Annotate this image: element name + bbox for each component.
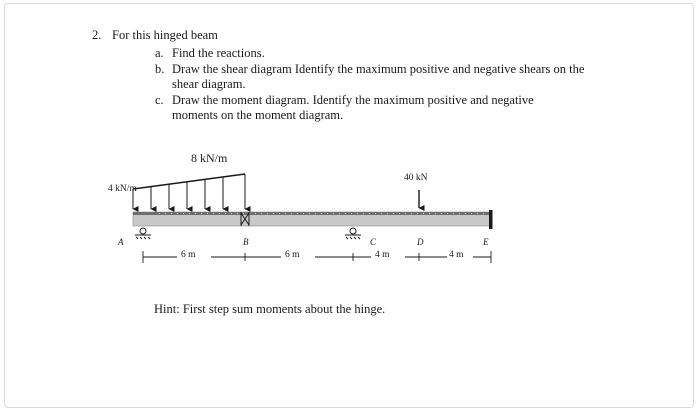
roller-support-c-icon xyxy=(345,227,361,240)
hinge-b-icon xyxy=(240,212,250,226)
beam xyxy=(132,210,493,229)
item-b-marker: b. xyxy=(155,62,165,76)
item-c-marker: c. xyxy=(155,93,164,107)
hint-text: Hint: First step sum moments about the h… xyxy=(154,302,386,316)
point-d-label: D xyxy=(417,237,424,247)
span-de-label: 4 m xyxy=(449,250,464,260)
item-c-line-2: moments on the moment diagram. xyxy=(172,108,344,122)
item-a-line-1: Find the reactions. xyxy=(172,46,265,60)
span-cd-label: 4 m xyxy=(375,250,390,260)
item-c-line-1: Draw the moment diagram. Identify the ma… xyxy=(172,93,534,107)
item-a-marker: a. xyxy=(155,46,164,60)
dimension-line xyxy=(142,251,492,263)
load-max-label: 8 kN/m xyxy=(191,151,228,165)
fixed-support-e xyxy=(489,210,493,229)
hinged-beam-figure xyxy=(132,173,493,263)
distributed-load xyxy=(132,173,251,212)
span-bc-label: 6 m xyxy=(285,250,300,260)
item-b-line-1: Draw the shear diagram Identify the maxi… xyxy=(172,62,585,76)
problem-title: For this hinged beam xyxy=(112,28,218,42)
span-ab-label: 6 m xyxy=(181,250,196,260)
point-b-label: B xyxy=(243,237,249,247)
item-b-line-2: shear diagram. xyxy=(172,77,246,91)
point-e-label: E xyxy=(483,237,489,247)
roller-support-a-icon xyxy=(135,227,151,240)
point-load-label: 40 kN xyxy=(404,173,428,183)
problem-number: 2. xyxy=(92,28,102,42)
load-min-label: 4 kN/m xyxy=(108,184,137,194)
problem-page: 2. For this hinged beam a. Find the reac… xyxy=(4,3,694,408)
point-a-label: A xyxy=(118,237,124,247)
point-c-label: C xyxy=(370,237,377,247)
